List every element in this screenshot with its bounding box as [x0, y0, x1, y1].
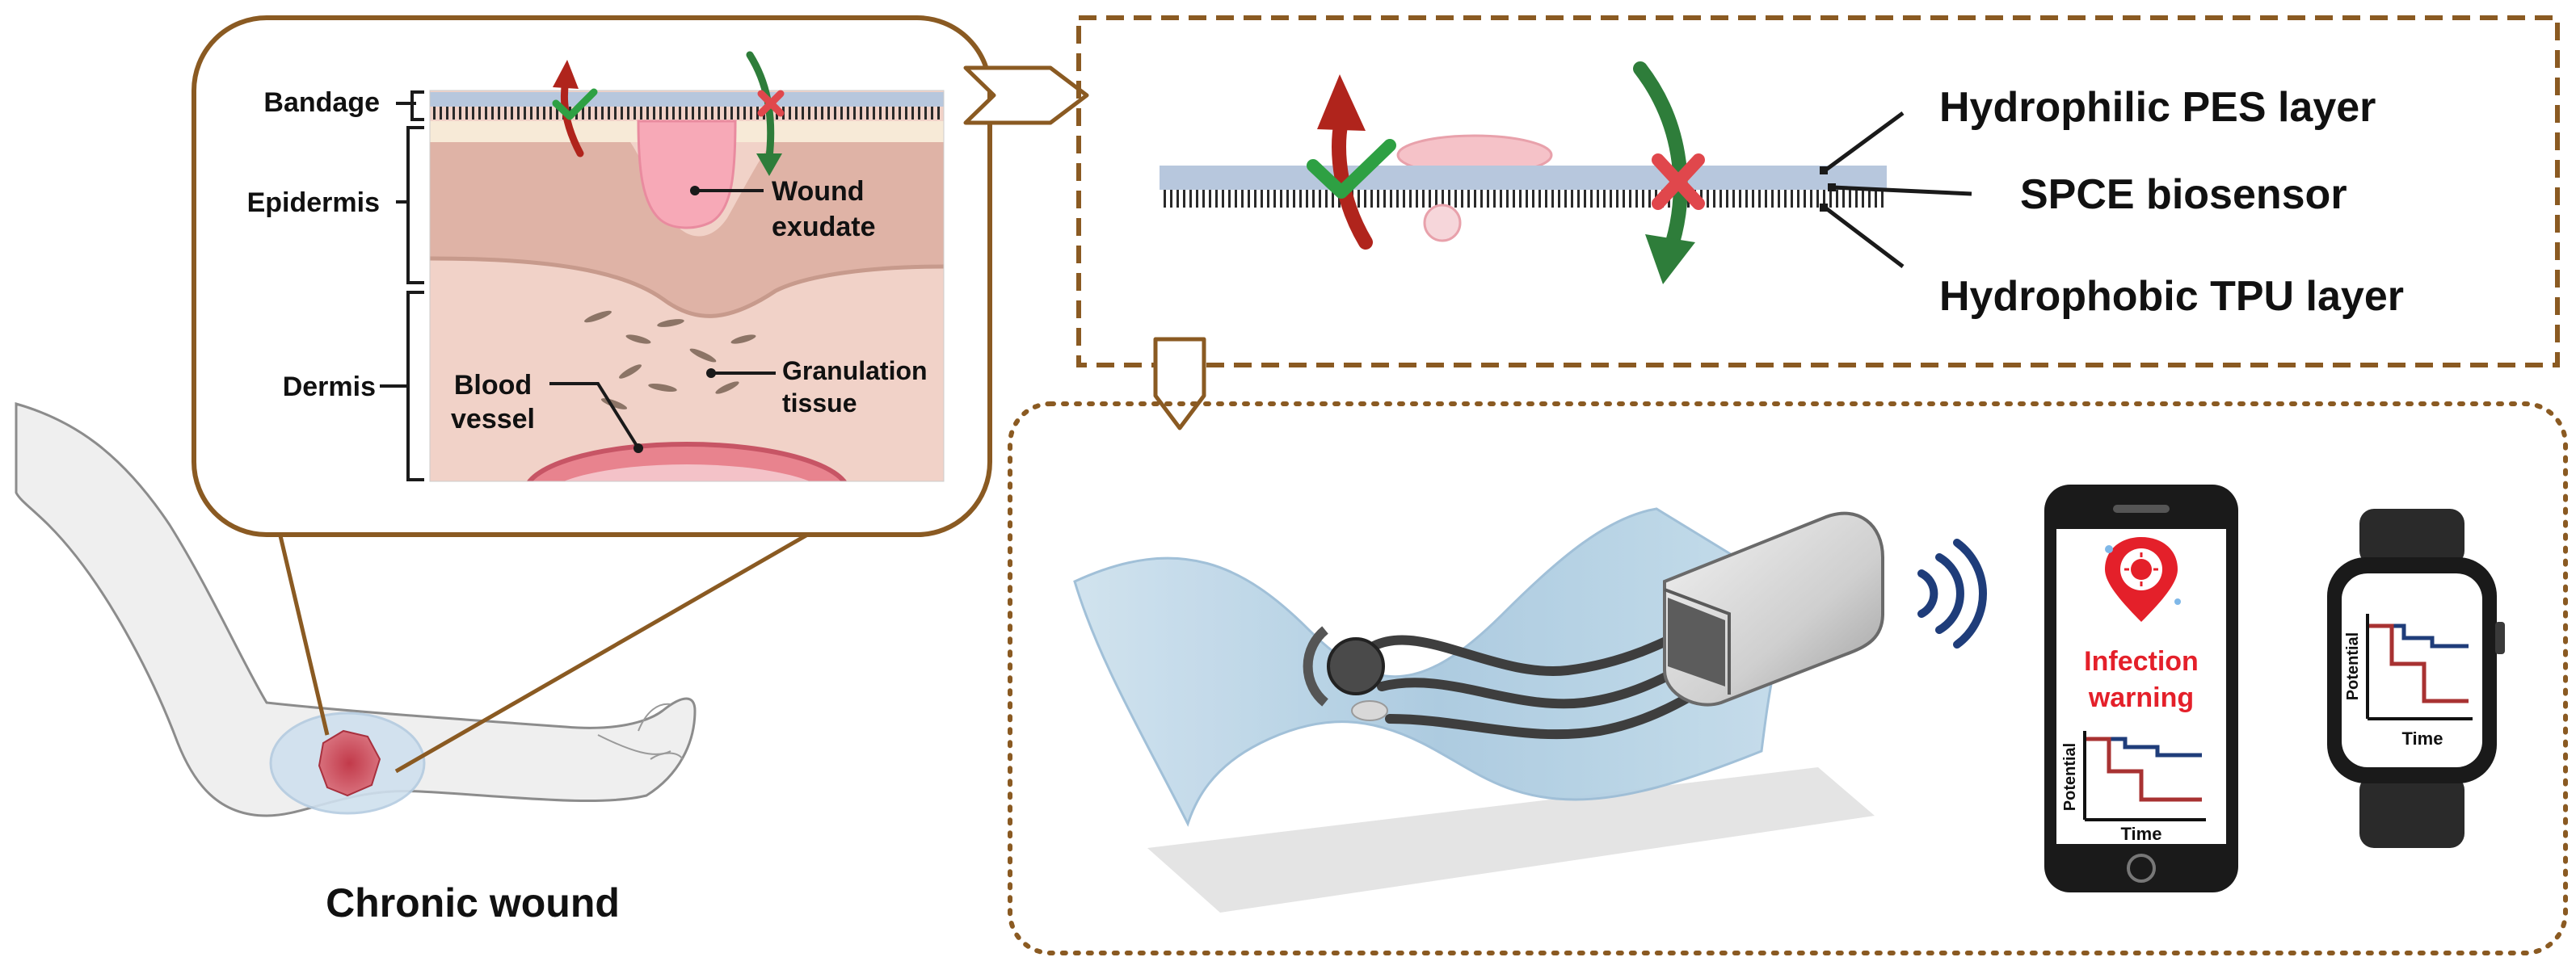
leader-marker-top — [1820, 166, 1828, 174]
block-cross-icon — [757, 90, 785, 117]
smartphone: Infection warning Potential Time — [2044, 485, 2238, 892]
skin-cross-section-panel: Bandage Epidermis Dermis Wound exudate G… — [192, 15, 992, 537]
leader-marker-mid — [1828, 183, 1836, 191]
epidermis-layer — [430, 121, 944, 317]
watch-band-bottom — [2359, 775, 2464, 848]
layer-label-dermis: Dermis — [283, 372, 376, 402]
bandage-strip — [430, 92, 944, 107]
spce-biosensor-label: SPCE biosensor — [2020, 171, 2347, 218]
phone-home-button — [2127, 854, 2156, 883]
reference-electrode-dot — [1351, 700, 1388, 721]
sensor-pass-check-icon — [1307, 139, 1396, 199]
pass-check-icon — [552, 88, 598, 120]
pes-layer-strip — [1160, 166, 1887, 190]
infection-warning-line2: warning — [2088, 682, 2194, 713]
hydrophilic-pes-label: Hydrophilic PES layer — [1939, 84, 2376, 131]
flow-chevron-down — [1153, 337, 1206, 430]
sensor-outflow-arrowhead — [1317, 74, 1366, 131]
blood-vessel-pointer-dot — [633, 443, 643, 453]
sensor-block-cross-icon — [1652, 153, 1705, 210]
tissue-layers — [430, 90, 944, 481]
smartwatch: Potential Time — [2327, 509, 2505, 848]
sensor-inflow-arrow-green — [1633, 61, 1688, 250]
blood-vessel-pointer — [549, 382, 640, 450]
phone-speaker — [2113, 505, 2170, 513]
magnifier-lines — [276, 506, 854, 774]
leader-marker-bottom — [1820, 204, 1828, 212]
blood-vessel-label-2: vessel — [451, 404, 535, 435]
wound-exudate-label-2: exudate — [772, 212, 876, 242]
phone-trace-control — [2086, 737, 2202, 758]
patch-shadow — [1147, 767, 1875, 913]
wound-exudate-label-1: Wound — [772, 176, 865, 207]
sensor-leader-lines — [1825, 111, 1972, 268]
flow-chevron-right — [963, 65, 1089, 125]
hand-fingers — [638, 703, 684, 760]
phone-x-axis-label: Time — [2121, 824, 2162, 844]
blood-vessel-lumen — [563, 464, 810, 481]
hydrophobic-tpu-label: Hydrophobic TPU layer — [1939, 273, 2404, 320]
layer-label-bandage: Bandage — [263, 87, 380, 118]
layer-brackets — [380, 90, 424, 481]
wireless-signal-icon — [1917, 539, 1988, 649]
exudate-bubble — [1423, 204, 1462, 242]
infection-alert-icon — [2105, 537, 2181, 622]
watch-y-axis-label: Potential — [2344, 632, 2362, 700]
sensor-outflow-arrow-red — [1332, 114, 1373, 250]
sensor-layer-panel: Hydrophilic PES layer SPCE biosensor Hyd… — [1076, 15, 2560, 367]
granulation-label-1: Granulation — [782, 356, 928, 385]
watch-trace-control — [2369, 623, 2469, 649]
arm-outline — [15, 402, 697, 817]
infection-warning-line1: Infection — [2084, 646, 2199, 677]
outflow-arrowhead-red — [553, 60, 579, 89]
phone-potential-plot: Potential Time — [2061, 731, 2206, 844]
phone-trace-infected — [2086, 737, 2202, 802]
phone-y-axis-label: Potential — [2061, 743, 2079, 811]
reference-electrode-ring — [1303, 626, 1328, 707]
sensor-layer-frame — [1076, 15, 2560, 367]
device-panel: Infection warning Potential Time — [1008, 401, 2568, 955]
inflow-arrowhead-green — [756, 153, 782, 176]
bandage-ticks — [430, 107, 944, 120]
sensor-inflow-arrowhead — [1645, 234, 1695, 284]
tissue-window-border — [429, 90, 945, 482]
watch-potential-plot: Potential Time — [2344, 614, 2473, 749]
watch-band-top — [2359, 509, 2464, 565]
chronic-wound-spot — [318, 729, 381, 797]
watch-x-axis-label: Time — [2402, 728, 2443, 749]
watch-crown — [2495, 622, 2505, 654]
device-frame — [1008, 401, 2568, 955]
chronic-wound-caption: Chronic wound — [326, 880, 620, 926]
wound-exudate-pool — [637, 120, 737, 229]
epidermis-edge — [430, 256, 944, 318]
blood-vessel-label-1: Blood — [454, 370, 532, 401]
wireless-transmitter — [1663, 511, 1884, 707]
layer-label-epidermis: Epidermis — [247, 187, 380, 218]
tpu-layer-ticks — [1160, 190, 1887, 208]
granulation-label-2: tissue — [782, 388, 857, 418]
watch-trace-infected — [2369, 623, 2469, 703]
arm-illustration: Chronic wound — [15, 402, 697, 926]
working-electrode — [1327, 637, 1385, 695]
